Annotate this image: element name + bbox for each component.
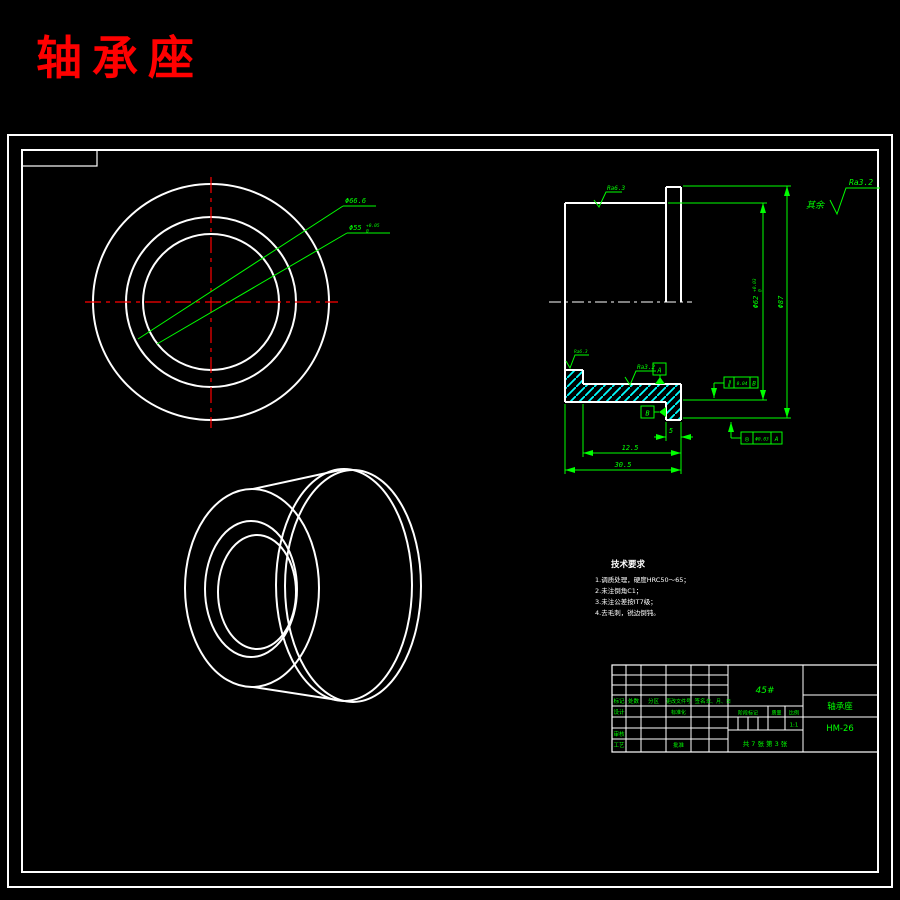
fcf-parallel-symbol: ∥ (727, 380, 731, 388)
dim-step-len: 12.5 (622, 444, 639, 452)
sheet-info: 共 7 张 第 3 张 (743, 739, 788, 748)
datum-b-triangle (659, 407, 666, 417)
dim-body-tol-lower: 0 (758, 289, 764, 292)
iso-bore-depth-ellipse (217, 534, 297, 650)
surface-finish-corner: 其余 Ra3.2 (806, 178, 880, 216)
iso-flange-front-ellipse (284, 469, 422, 703)
iso-bore-ellipse (204, 520, 298, 658)
fcf-concentric-symbol: ◎ (745, 435, 750, 443)
fcf-concentric-tolerance: Φ0.03 (755, 437, 769, 443)
note-line-2: 2.未注倒角C1； (595, 586, 642, 595)
surface-finish-top: Ra6.3 (593, 185, 625, 208)
front-view: Φ66.6 Φ55 +0.05 0 (85, 177, 390, 428)
page-title: 轴承座 (36, 31, 204, 85)
datum-a-triangle (655, 377, 665, 384)
isometric-view (184, 468, 422, 703)
iso-bottom-silhouette (252, 686, 345, 702)
fcf-parallelism: ∥ 0.04 B (711, 376, 759, 398)
hatch-wall (583, 384, 666, 402)
note-line-1: 1.调质处理，硬度HRC50～65； (595, 575, 690, 584)
note-line-4: 4.去毛刺，锐边倒钝。 (595, 608, 660, 617)
fcf-concentricity: ◎ Φ0.03 A (728, 422, 783, 445)
note-line-3: 3.未注公差按IT7级； (595, 597, 657, 606)
frame-corner-box (21, 149, 98, 167)
outer-border (7, 134, 893, 888)
cell-process: 工艺 (613, 742, 625, 749)
iso-body-face-ellipse (184, 488, 320, 688)
datum-b: B (640, 405, 666, 419)
fcf-parallel-datum: B (752, 381, 756, 388)
title-block-right: 轴承座 HM-26 (803, 694, 878, 734)
datum-b-label: B (645, 410, 649, 418)
section-view: Φ62 +0.03 0 Φ87 5 12.5 30.5 A (549, 178, 880, 474)
surface-step-label: Ra6.3 (574, 349, 588, 355)
iso-top-silhouette (252, 468, 346, 490)
corner-note-label: 其余 (806, 200, 825, 211)
section-dia-dims: Φ62 +0.03 0 Φ87 (668, 185, 791, 419)
datum-a: A (652, 362, 667, 384)
cell-design: 设计 (613, 708, 625, 716)
weight-label: 质量 (771, 710, 781, 717)
section-outline (549, 186, 692, 421)
fcf-parallel-tolerance: 0.04 (737, 381, 748, 387)
header-doc-no: 更改文件号 (666, 698, 691, 705)
section-length-dims: 5 12.5 30.5 (564, 404, 693, 474)
fcf-concentric-datum: A (774, 436, 779, 443)
front-dim-outer-label: Φ66.6 (345, 197, 366, 205)
surface-top-icon: Ra6.3 (607, 185, 625, 192)
title-block: 标记 处数 分区 更改文件号 签名 年、月、日 设计 标准化 审核 工艺 批准 … (611, 664, 879, 753)
surface-bore-label: Ra3.2 (637, 364, 655, 371)
datum-a-label: A (656, 367, 661, 375)
notes-heading: 技术要求 (611, 559, 646, 570)
material-cell: 45# (756, 686, 775, 696)
hatch-lip (565, 370, 583, 402)
inner-frame (21, 149, 879, 873)
hatch-flange (666, 384, 681, 420)
title-block-left-grid: 标记 处数 分区 更改文件号 签名 年、月、日 设计 标准化 审核 工艺 批准 (612, 665, 731, 752)
header-zone: 分区 (648, 697, 660, 705)
header-date: 年、月、日 (706, 698, 731, 705)
stage-label: 阶段标记 (738, 710, 758, 717)
dim-flange-label: Φ87 (777, 295, 785, 308)
technical-notes: 技术要求 1.调质处理，硬度HRC50～65； 2.未注倒角C1； 3.未注公差… (595, 559, 690, 617)
dim-body-label: Φ62 (752, 296, 760, 309)
front-dim-inner-tol-upper: +0.05 (366, 223, 380, 229)
dim-total-len: 30.5 (614, 461, 632, 469)
cell-check: 审核 (613, 730, 625, 738)
front-dim-inner-tol-lower: 0 (366, 229, 369, 235)
corner-surf-label: Ra3.2 (849, 178, 873, 187)
scale-label: 比例 (789, 710, 799, 717)
front-dim-inner: Φ55 +0.05 0 (156, 223, 390, 345)
part-name: 轴承座 (827, 701, 853, 712)
surface-finish-step: Ra6.3 (565, 349, 589, 370)
dim-flange-width: 5 (669, 427, 673, 435)
cell-approve: 批准 (673, 741, 685, 749)
dim-body-tol-upper: +0.03 (752, 278, 758, 292)
header-count: 处数 (628, 697, 640, 705)
front-dim-inner-label: Φ55 (349, 224, 362, 232)
header-mark: 标记 (613, 697, 625, 705)
front-dim-outer: Φ66.6 (137, 197, 376, 340)
drawing-number: HM-26 (826, 724, 854, 734)
title-block-middle: 45# 阶段标记 质量 比例 1:1 共 7 张 第 3 张 (728, 686, 803, 748)
cell-standardize: 标准化 (671, 709, 686, 716)
scale-value: 1:1 (790, 723, 799, 729)
surface-finish-bore: Ra3.2 (624, 364, 656, 387)
header-sign: 签名 (694, 697, 705, 705)
